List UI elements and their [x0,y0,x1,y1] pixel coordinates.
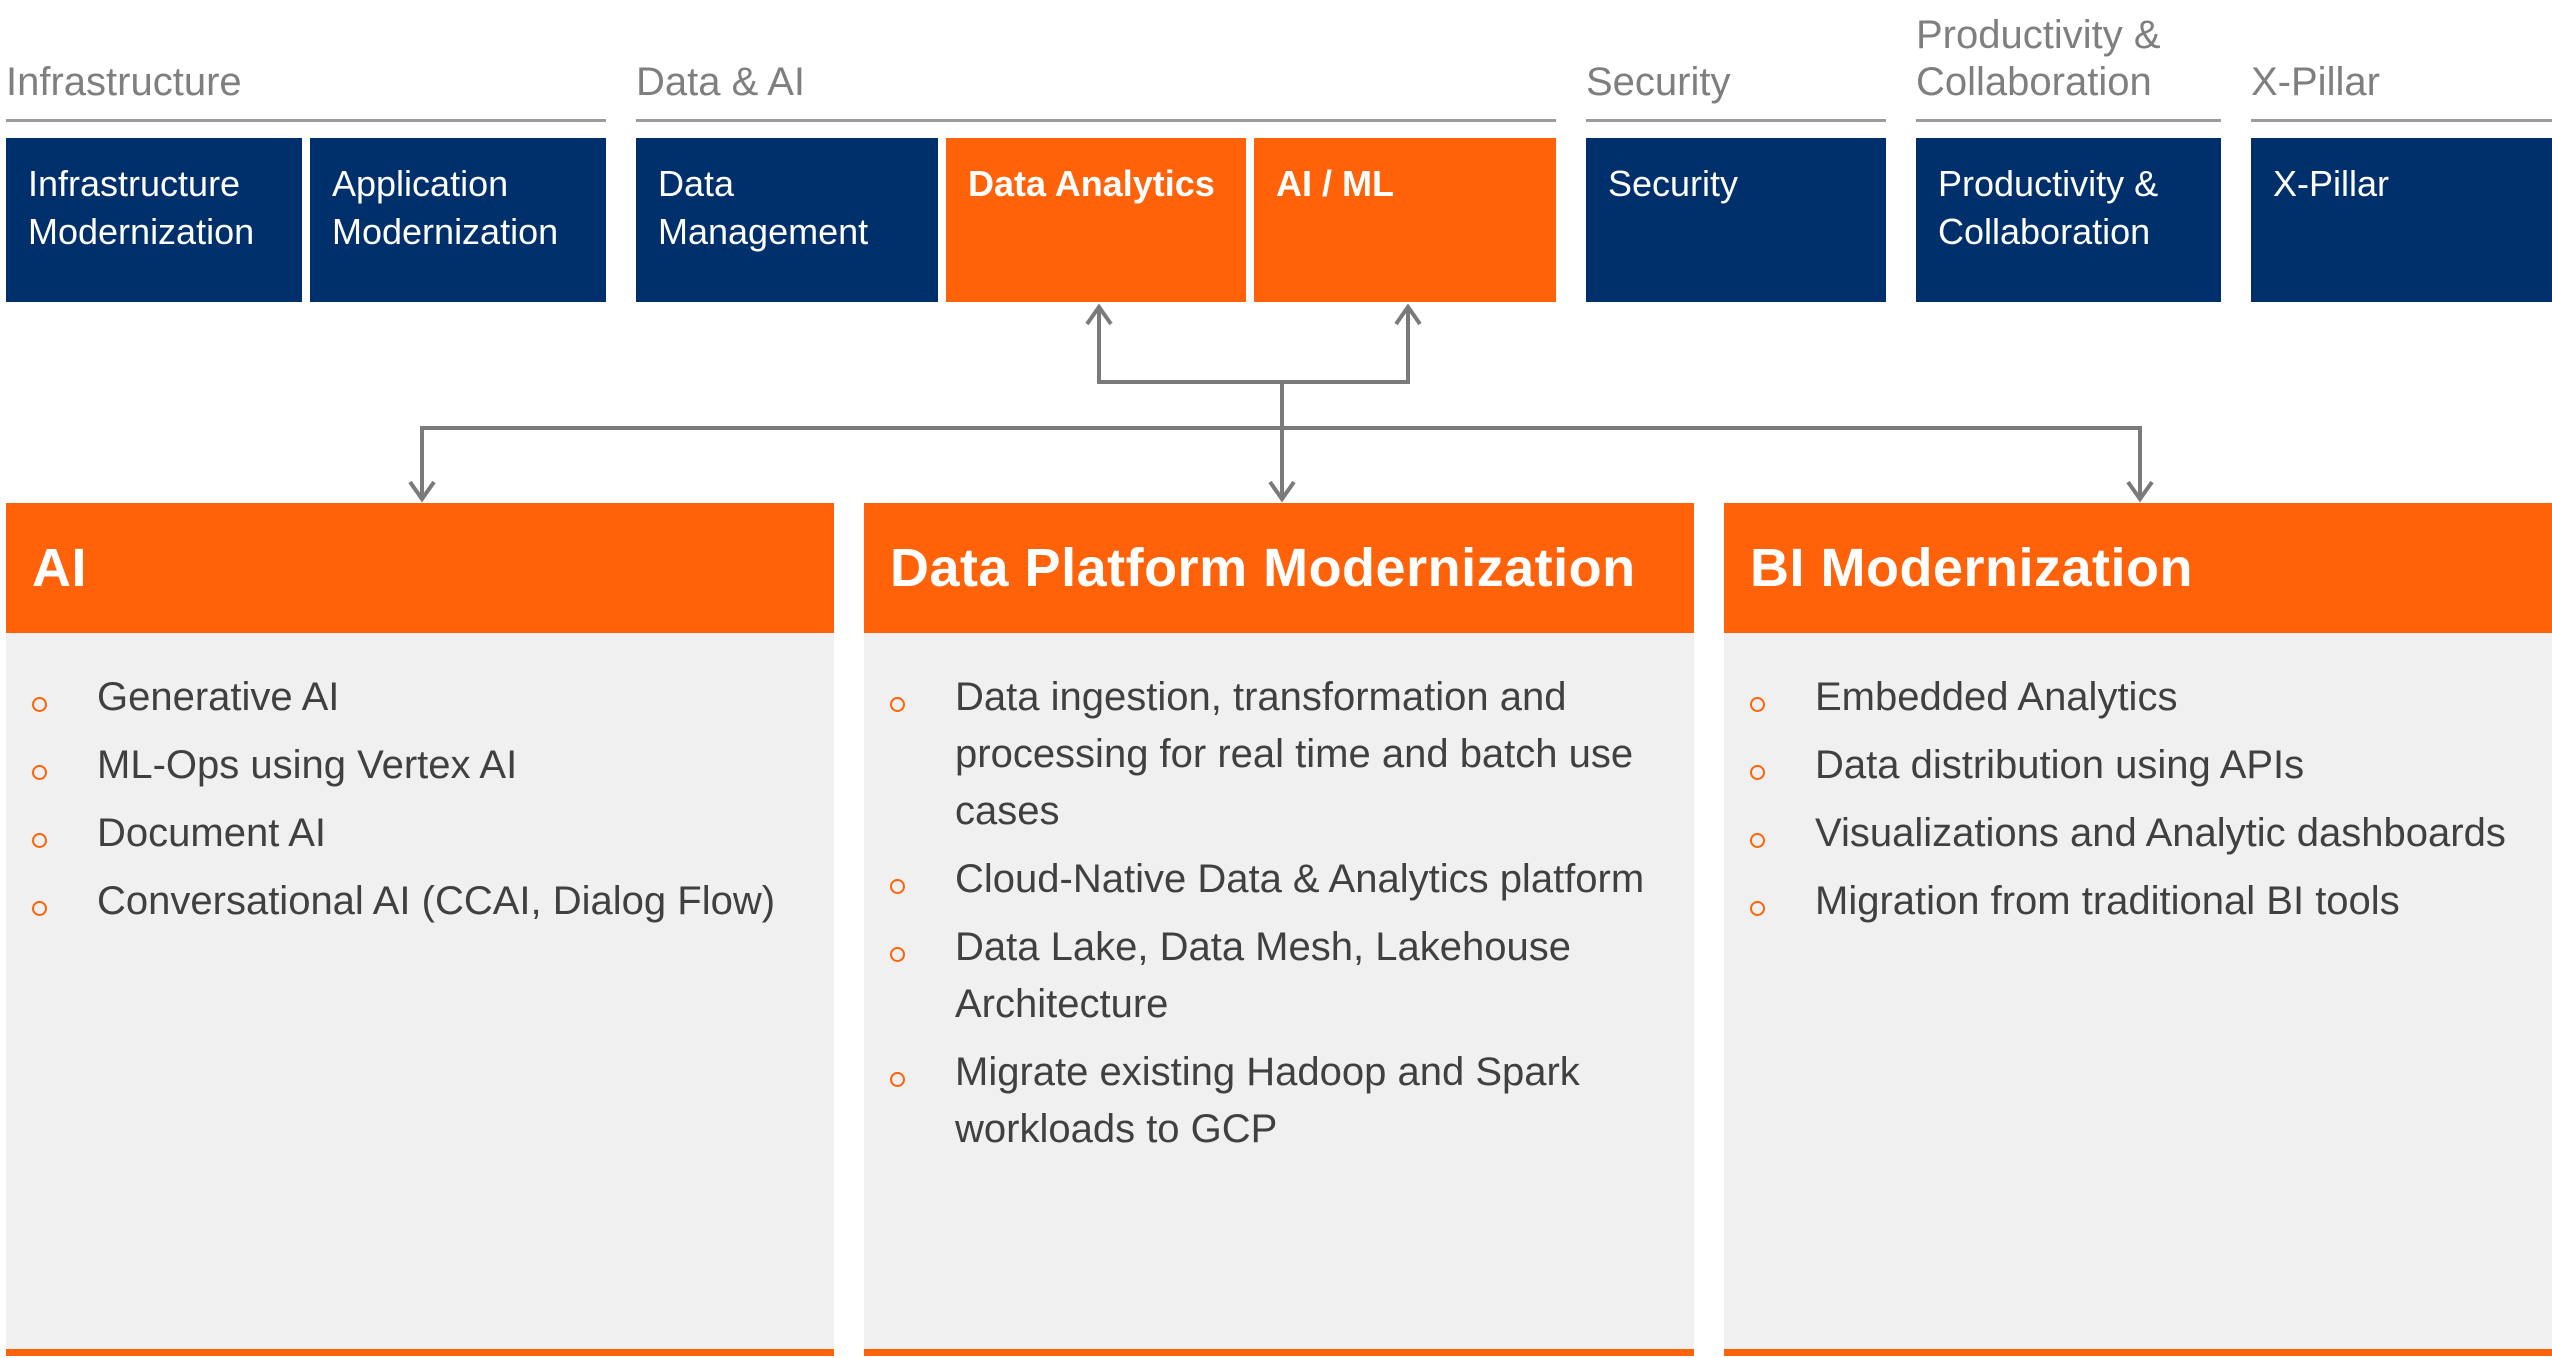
card-list-bi-modernization: Embedded Analytics Data distribution usi… [1724,633,2552,930]
card-list-ai: Generative AI ML-Ops using Vertex AI Doc… [6,633,834,930]
bullet-circle-icon [1750,833,1765,848]
pillar-divider-security [1586,119,1886,122]
bullet-circle-icon [890,697,905,712]
bullet-circle-icon [32,765,47,780]
pillar-title-infrastructure: Infrastructure [6,60,242,104]
pillar-title-x-pillar: X-Pillar [2251,60,2380,104]
tile-application-modernization[interactable]: Application Modernization [310,138,606,302]
arrowhead-ai-card [408,480,436,503]
arrowhead-bi-card [2126,480,2154,503]
list-item-text: Cloud-Native Data & Analytics platform [955,857,1645,901]
bullet-circle-icon [32,901,47,916]
pillar-divider-productivity [1916,119,2221,122]
list-item: ML-Ops using Vertex AI [6,737,804,794]
card-title-data-platform-modernization: Data Platform Modernization [864,503,1694,633]
tile-data-analytics[interactable]: Data Analytics [946,138,1246,302]
list-item-text: Migrate existing Hadoop and Spark worklo… [955,1050,1580,1151]
pillar-divider-infrastructure [6,119,606,122]
bullet-circle-icon [1750,697,1765,712]
list-item: Data distribution using APIs [1724,737,2522,794]
list-item-text: Generative AI [97,675,340,719]
tile-security[interactable]: Security [1586,138,1886,302]
list-item: Document AI [6,805,804,862]
bullet-circle-icon [32,833,47,848]
tile-ai-ml[interactable]: AI / ML [1254,138,1556,302]
arrowhead-data-analytics [1085,303,1113,326]
bullet-circle-icon [890,879,905,894]
arrowhead-data-platform-card [1268,480,1296,503]
list-item: Embedded Analytics [1724,669,2522,726]
bullet-circle-icon [890,947,905,962]
list-item: Data Lake, Data Mesh, Lakehouse Architec… [864,919,1664,1033]
connector-lines [408,303,2154,503]
pillar-title-security: Security [1586,60,1731,104]
card-list-data-platform-modernization: Data ingestion, transformation and proce… [864,633,1694,1158]
tile-productivity-collaboration[interactable]: Productivity & Collaboration [1916,138,2221,302]
list-item-text: Data ingestion, transformation and proce… [955,675,1634,833]
pillar-title-productivity: Productivity & Collaboration [1916,13,2161,104]
list-item-text: Visualizations and Analytic dashboards [1815,811,2506,855]
tile-infrastructure-modernization[interactable]: Infrastructure Modernization [6,138,302,302]
list-item: Migration from traditional BI tools [1724,873,2522,930]
pillar-divider-data-ai [636,119,1556,122]
card-body-ai: Generative AI ML-Ops using Vertex AI Doc… [6,633,834,1349]
pillar-divider-x-pillar [2251,119,2552,122]
bullet-circle-icon [1750,765,1765,780]
list-item-text: Conversational AI (CCAI, Dialog Flow) [97,879,776,923]
list-item-text: Data Lake, Data Mesh, Lakehouse Architec… [955,925,1571,1026]
list-item-text: ML-Ops using Vertex AI [97,743,518,787]
arrowhead-ai-ml [1394,303,1422,326]
tile-x-pillar[interactable]: X-Pillar [2251,138,2552,302]
bullet-circle-icon [890,1072,905,1087]
list-item-text: Embedded Analytics [1815,675,2178,719]
list-item: Data ingestion, transformation and proce… [864,669,1664,840]
tile-data-management[interactable]: Data Management [636,138,938,302]
card-title-bi-modernization: BI Modernization [1724,503,2552,633]
bullet-circle-icon [1750,901,1765,916]
card-body-data-platform-modernization: Data ingestion, transformation and proce… [864,633,1694,1349]
card-footer-ai [6,1349,834,1356]
list-item: Generative AI [6,669,804,726]
list-item: Visualizations and Analytic dashboards [1724,805,2522,862]
card-footer-data-platform-modernization [864,1349,1694,1356]
card-title-ai: AI [6,503,834,633]
bullet-circle-icon [32,697,47,712]
list-item-text: Document AI [97,811,327,855]
list-item-text: Migration from traditional BI tools [1815,879,2400,923]
list-item: Conversational AI (CCAI, Dialog Flow) [6,873,804,930]
list-item: Cloud-Native Data & Analytics platform [864,851,1664,908]
list-item-text: Data distribution using APIs [1815,743,2305,787]
list-item: Migrate existing Hadoop and Spark worklo… [864,1044,1664,1158]
card-footer-bi-modernization [1724,1349,2552,1356]
card-body-bi-modernization: Embedded Analytics Data distribution usi… [1724,633,2552,1349]
pillar-title-data-ai: Data & AI [636,60,805,104]
connector-diagram [408,303,2154,503]
